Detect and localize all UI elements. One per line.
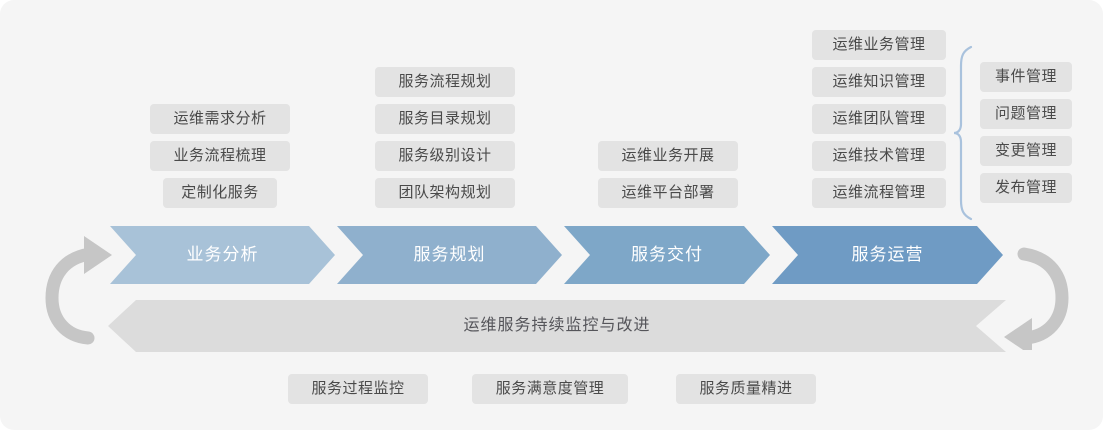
- tag-operation-3: 运维团队管理: [812, 104, 946, 134]
- stage-chevron-business-analysis[interactable]: 业务分析: [110, 226, 335, 284]
- stage-chevron-service-operation[interactable]: 服务运营: [772, 226, 1003, 284]
- tag-process-3: 变更管理: [980, 136, 1072, 166]
- stage-chevron-service-planning[interactable]: 服务规划: [337, 226, 562, 284]
- refresh-cycle-left-icon: [45, 236, 112, 345]
- tag-planning-1: 服务流程规划: [375, 67, 515, 97]
- tag-operation-2: 运维知识管理: [812, 67, 946, 97]
- tag-process-1: 事件管理: [980, 62, 1072, 92]
- tag-process-4: 发布管理: [980, 173, 1072, 203]
- footer-tag-1: 服务过程监控: [288, 374, 428, 404]
- tag-business-1: 运维需求分析: [150, 104, 290, 134]
- stage-chevron-service-delivery[interactable]: 服务交付: [564, 226, 770, 284]
- footer-tag-2: 服务满意度管理: [472, 374, 628, 404]
- tag-business-3: 定制化服务: [163, 178, 277, 208]
- tag-business-2: 业务流程梳理: [150, 141, 290, 171]
- tag-operation-5: 运维流程管理: [812, 178, 946, 208]
- curly-brace-icon: [953, 45, 973, 221]
- tag-planning-3: 服务级别设计: [375, 141, 515, 171]
- tag-planning-4: 团队架构规划: [375, 178, 515, 208]
- tag-process-2: 问题管理: [980, 99, 1072, 129]
- continuous-improvement-ribbon: 运维服务持续监控与改进: [108, 300, 1006, 352]
- tag-operation-1: 运维业务管理: [812, 30, 946, 60]
- tag-delivery-1: 运维业务开展: [598, 141, 738, 171]
- tag-delivery-2: 运维平台部署: [598, 178, 738, 208]
- refresh-cycle-right-icon: [1004, 247, 1069, 350]
- footer-tag-3: 服务质量精进: [676, 374, 816, 404]
- tag-operation-4: 运维技术管理: [812, 141, 946, 171]
- tag-planning-2: 服务目录规划: [375, 104, 515, 134]
